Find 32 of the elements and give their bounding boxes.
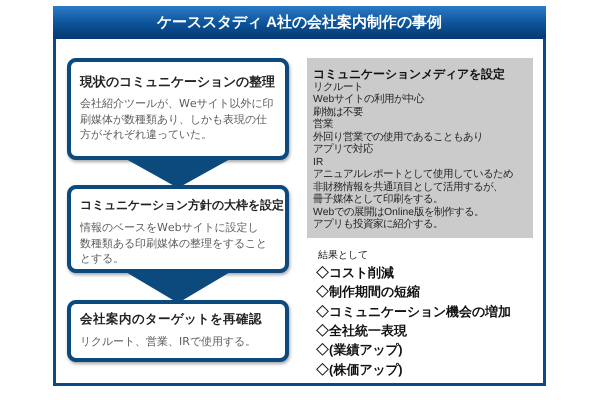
panel-heading: コミュニケーションメディアを設定 [313, 67, 506, 82]
panel-text: Webでの展開はOnline版を制作する。 [313, 206, 485, 218]
box-text: 情報のベースをWebサイトに設定し数種類ある印刷媒体の整理をすることとする。 [80, 220, 268, 266]
box-heading: 現状のコミュニケーションの整理 [80, 73, 276, 90]
info-panel [307, 58, 533, 238]
result-item: ◇コスト削減 [316, 264, 394, 282]
panel-text: Webサイトの利用が中心 [313, 94, 426, 106]
box-text: リクルート、営業、IRで使用する。 [80, 334, 257, 350]
result-item: ◇全社統一表現 [316, 322, 407, 340]
result-item: ◇コミュニケーション機会の増加 [316, 302, 511, 321]
box-heading: コミュニケーション方針の大枠を設定 [80, 197, 285, 214]
panel-text: IR [313, 156, 324, 170]
result-item: ◇制作期間の短縮 [316, 283, 420, 302]
result-item: ◇(株価アップ) [316, 360, 403, 378]
panel-text: リクルート [313, 82, 364, 94]
process-box [67, 58, 289, 160]
process-box [67, 300, 289, 362]
panel-text: 営業 [313, 119, 334, 132]
panel-text: アプリで対応 [313, 144, 374, 157]
caption-text: 結果として [318, 248, 368, 262]
box-heading: 会社案内のターゲットを再確認 [80, 311, 263, 328]
box-text: 会社紹介ツールが、Weサイト以外に印刷媒体が数種類あり、しかも表現の仕方がそれぞれ違っていた。 [80, 96, 275, 142]
panel-text: アプリも投資家に紹介する。 [313, 218, 444, 232]
panel-text: 非財務情報を共通項目として活用するが、 [313, 182, 504, 194]
panel-text: アニュアルレポートとして使用しているため [313, 169, 514, 181]
result-item: ◇(業績アップ) [316, 341, 403, 360]
title-bar: ケーススタディ A社の会社案内制作の事例 [53, 6, 546, 39]
panel-text: 冊子媒体として印刷をする。 [313, 194, 444, 206]
panel-text: 外回り営業での使用であることもあり [313, 132, 484, 143]
process-box [67, 185, 289, 273]
panel-frame [53, 6, 546, 386]
panel-text: 刷物は不要 [313, 106, 364, 118]
